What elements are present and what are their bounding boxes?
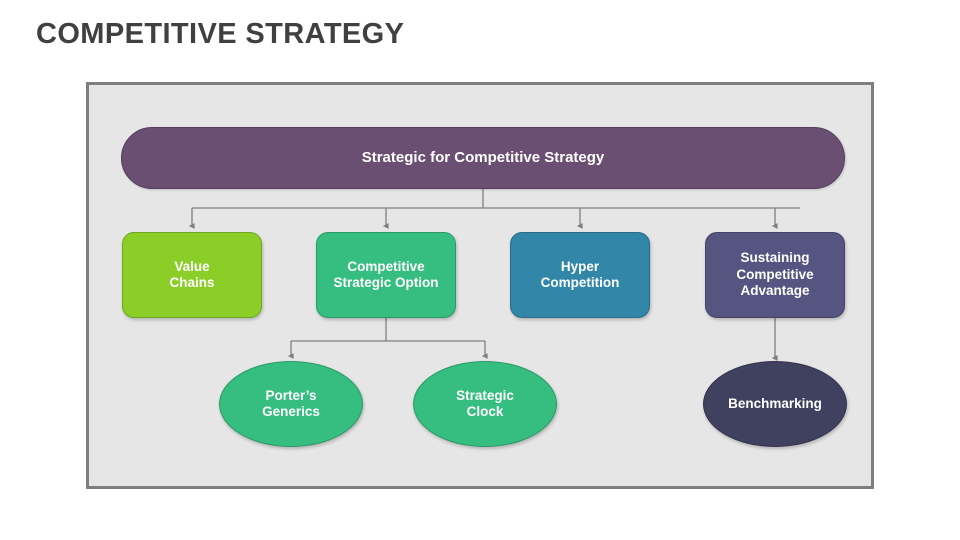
node-label: Strategic for Competitive Strategy — [361, 148, 605, 166]
node-label: Sustaining Competitive Advantage — [736, 250, 814, 299]
node-label: Competitive Strategic Option — [333, 258, 439, 290]
page-title: COMPETITIVE STRATEGY — [36, 18, 405, 50]
node-benchmarking[interactable]: Benchmarking — [703, 361, 847, 447]
node-hyper-competition[interactable]: Hyper Competition — [510, 232, 650, 318]
node-value-chains[interactable]: Value Chains — [122, 232, 262, 318]
node-porters-generics[interactable]: Porter’s Generics — [219, 361, 363, 447]
node-sustaining-competitive-advantage[interactable]: Sustaining Competitive Advantage — [705, 232, 845, 318]
connector-root-stem — [192, 189, 800, 209]
diagram-panel: Strategic for Competitive Strategy Value… — [86, 82, 874, 489]
node-competitive-strategic-option[interactable]: Competitive Strategic Option — [316, 232, 456, 318]
node-label: Porter’s Generics — [262, 387, 320, 419]
node-strategic-for-competitive-strategy[interactable]: Strategic for Competitive Strategy — [121, 127, 845, 189]
connector-cso-stem — [291, 318, 485, 342]
node-label: Value Chains — [169, 258, 215, 290]
node-label: Hyper Competition — [540, 258, 620, 290]
node-strategic-clock[interactable]: Strategic Clock — [413, 361, 557, 447]
node-label: Strategic Clock — [456, 387, 514, 419]
node-label: Benchmarking — [728, 395, 822, 411]
